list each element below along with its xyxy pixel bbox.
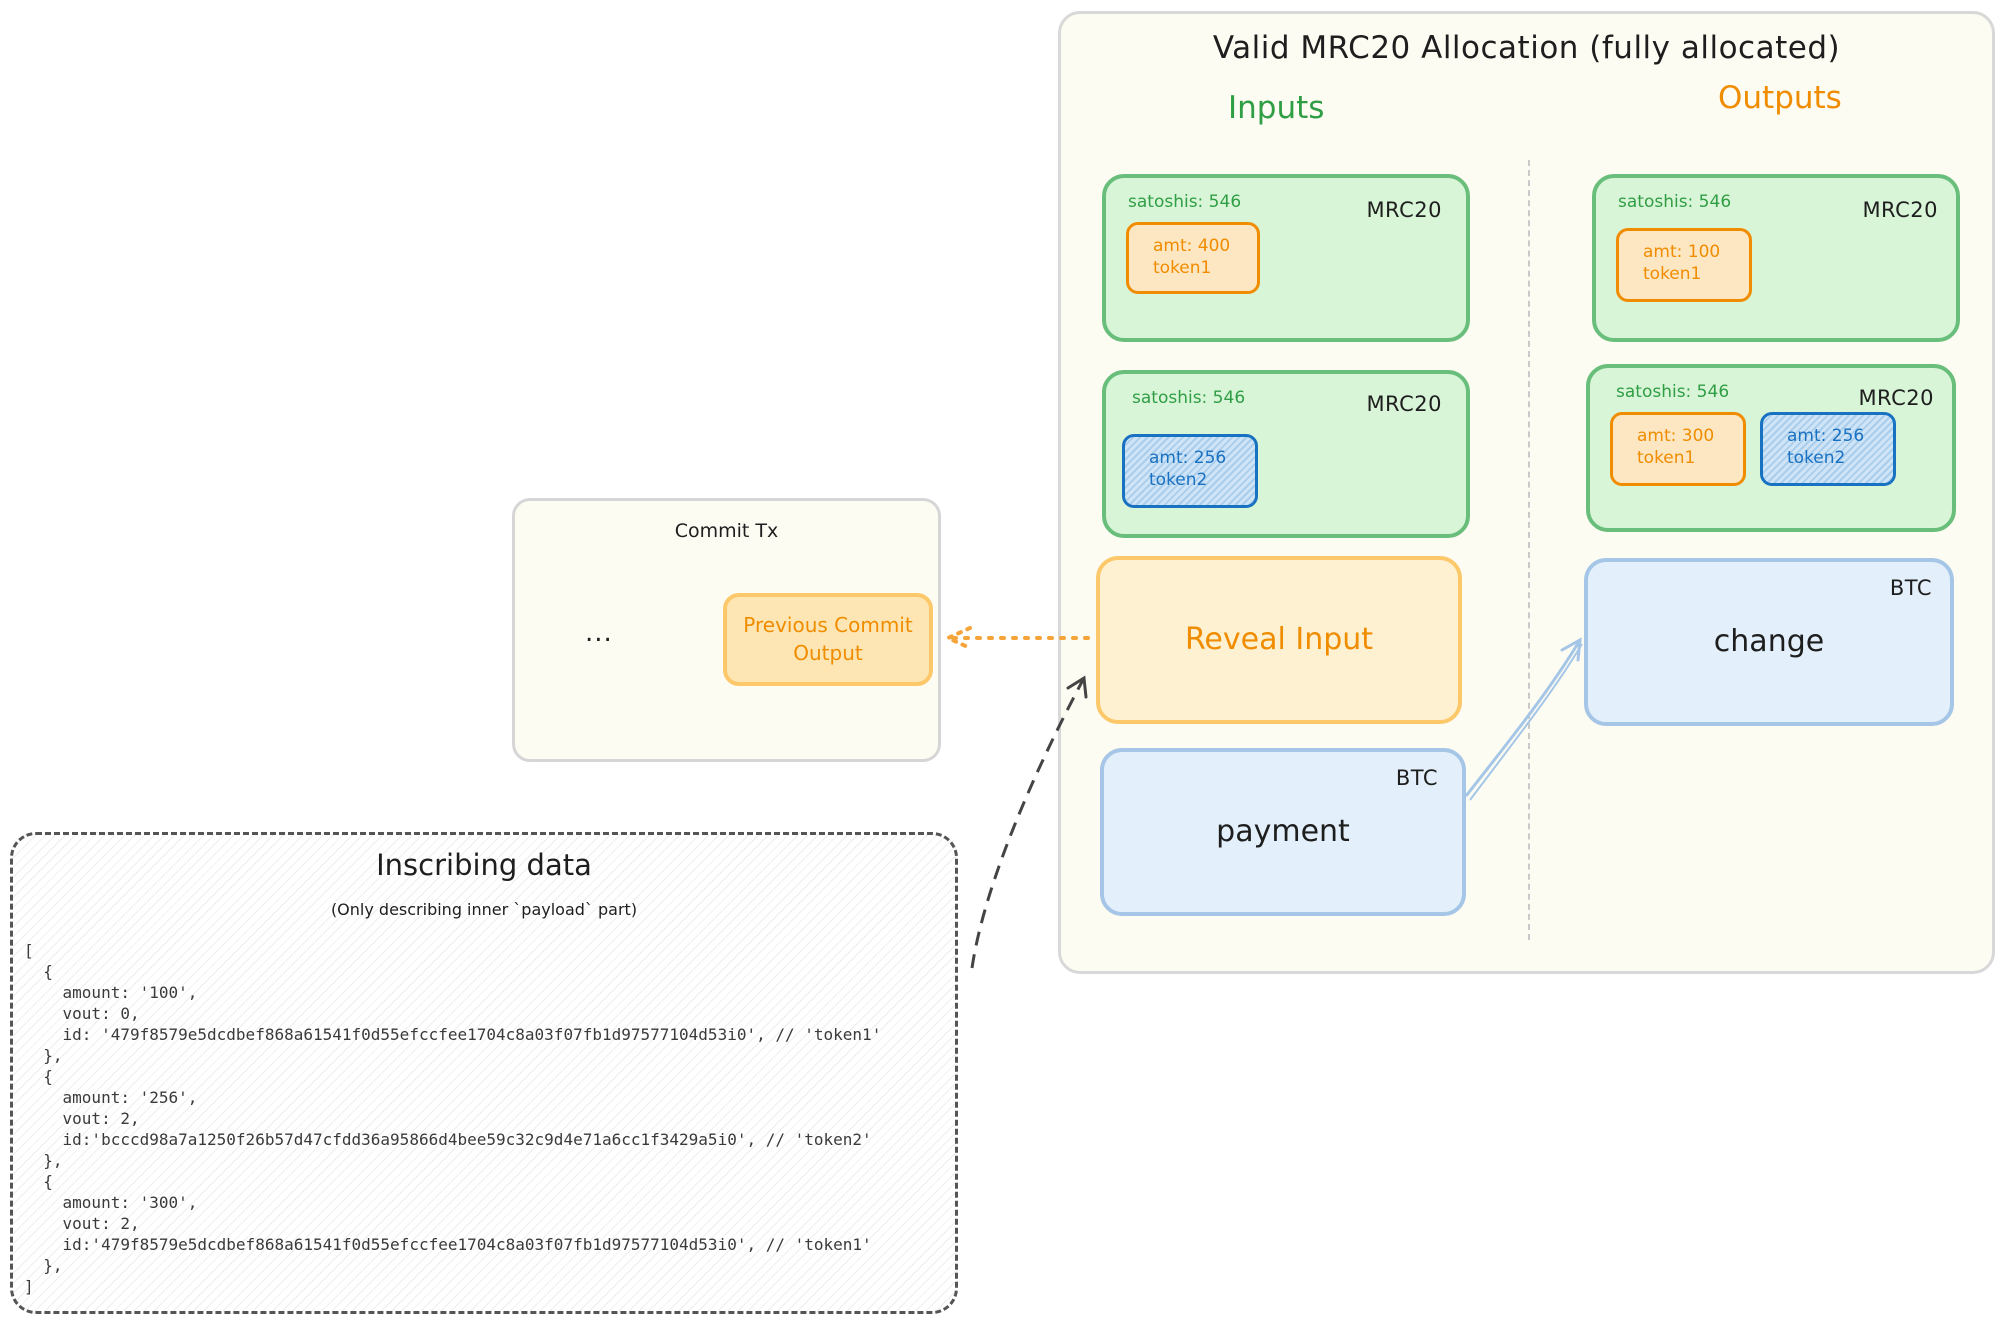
previous-commit-output-line1: Previous Commit — [743, 613, 913, 637]
payment-utxo: BTC payment — [1100, 748, 1466, 916]
token-name: token1 — [1153, 258, 1212, 278]
commit-tx-ellipsis: ... — [585, 618, 613, 648]
token-name: token1 — [1643, 264, 1702, 284]
input-utxo-mrc20-2: satoshis: 546 MRC20 amt: 256 token2 — [1102, 370, 1470, 538]
token-allocation-token1: amt: 400 token1 — [1126, 222, 1260, 294]
token-name: token1 — [1637, 448, 1696, 468]
inputs-heading: Inputs — [1228, 90, 1325, 126]
previous-commit-output: Previous Commit Output — [723, 593, 933, 686]
inscribing-data-subtitle: (Only describing inner `payload` part) — [330, 900, 638, 919]
satoshis-label: satoshis: 546 — [1128, 192, 1242, 212]
token-allocation-token2: amt: 256 token2 — [1760, 412, 1896, 486]
output-utxo-mrc20-2: satoshis: 546 MRC20 amt: 300 token1 amt:… — [1586, 364, 1956, 532]
satoshis-label: satoshis: 546 — [1616, 382, 1730, 402]
outputs-heading: Outputs — [1718, 80, 1842, 116]
token-name: token2 — [1787, 448, 1846, 468]
inscribing-data-frame — [10, 832, 958, 1314]
token-allocation-token1: amt: 300 token1 — [1610, 412, 1746, 486]
token-amount: amt: 300 — [1637, 426, 1715, 446]
token-allocation-token2: amt: 256 token2 — [1122, 434, 1258, 508]
utxo-type-tag: BTC — [1395, 766, 1438, 790]
satoshis-label: satoshis: 546 — [1132, 388, 1246, 408]
utxo-type-tag: MRC20 — [1858, 386, 1934, 410]
reveal-input-label: Reveal Input — [1184, 622, 1374, 657]
token-amount: amt: 256 — [1149, 448, 1227, 468]
payment-label: payment — [1216, 814, 1350, 849]
reveal-input-utxo: Reveal Input — [1096, 556, 1462, 724]
change-label: change — [1713, 624, 1825, 659]
utxo-type-tag: MRC20 — [1862, 198, 1938, 222]
output-utxo-mrc20-1: satoshis: 546 MRC20 amt: 100 token1 — [1592, 174, 1960, 342]
allocation-title: Valid MRC20 Allocation (fully allocated) — [1212, 30, 1841, 66]
commit-tx-title: Commit Tx — [674, 520, 779, 542]
utxo-type-tag: MRC20 — [1366, 198, 1442, 222]
utxo-type-tag: BTC — [1889, 576, 1932, 600]
satoshis-label: satoshis: 546 — [1618, 192, 1732, 212]
payload-code-block: [ { amount: '100', vout: 0, id: '479f857… — [24, 941, 882, 1296]
change-utxo: BTC change — [1584, 558, 1954, 726]
token-name: token2 — [1149, 470, 1208, 490]
token-amount: amt: 256 — [1787, 426, 1865, 446]
column-divider — [1528, 160, 1530, 940]
token-allocation-token1: amt: 100 token1 — [1616, 228, 1752, 302]
token-amount: amt: 100 — [1643, 242, 1721, 262]
previous-commit-output-line2: Output — [793, 641, 863, 665]
token-amount: amt: 400 — [1153, 236, 1231, 256]
input-utxo-mrc20-1: satoshis: 546 MRC20 amt: 400 token1 — [1102, 174, 1470, 342]
utxo-type-tag: MRC20 — [1366, 392, 1442, 416]
inscribing-data-title: Inscribing data — [376, 848, 592, 882]
